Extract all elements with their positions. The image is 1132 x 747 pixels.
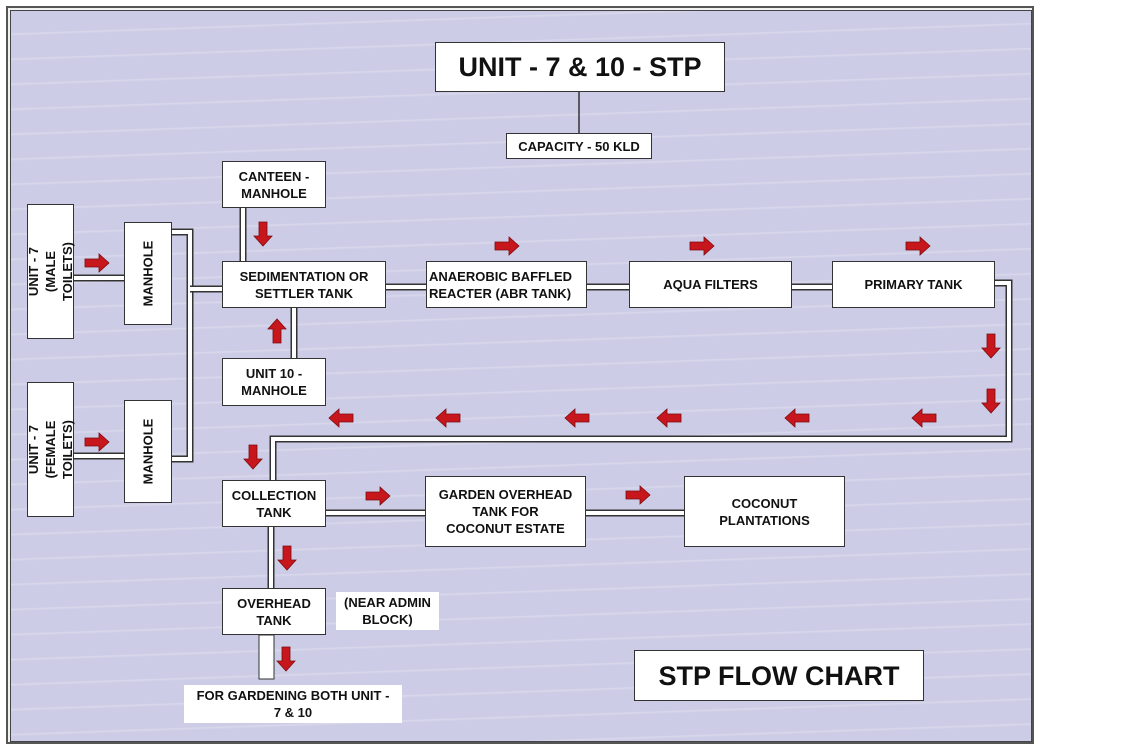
near-admin-block-note: (NEAR ADMIN BLOCK) xyxy=(336,592,439,630)
pipes xyxy=(74,92,1013,680)
node-aqua-filters: AQUA FILTERS xyxy=(629,261,792,308)
pipe-overhead-outlet xyxy=(258,634,275,680)
node-label: UNIT - 7 (FEMALE TOILETS) xyxy=(26,420,76,479)
node-abr-tank: ANAEROBIC BAFFLED REACTER (ABR TANK) xyxy=(426,261,587,308)
arrow-primary-down-1 xyxy=(981,333,1001,359)
arrow-to-gardening xyxy=(276,646,296,672)
arrow-return-left-5 xyxy=(435,408,461,428)
diagram-title: UNIT - 7 & 10 - STP xyxy=(435,42,725,92)
node-unit7-male-toilets: UNIT - 7 (MALE TOILETS) xyxy=(26,204,76,339)
node-unit10-manhole: UNIT 10 - MANHOLE xyxy=(222,358,326,406)
node-unit7-female-toilets: UNIT - 7 (FEMALE TOILETS) xyxy=(26,382,76,517)
node-primary-tank: PRIMARY TANK xyxy=(832,261,995,308)
flow-arrows xyxy=(84,221,1001,672)
node-sedimentation-tank: SEDIMENTATION OR SETTLER TANK xyxy=(222,261,386,308)
node-collection-tank: COLLECTION TANK xyxy=(222,480,326,527)
node-manhole-female: MANHOLE xyxy=(124,400,172,503)
diagram-canvas xyxy=(10,10,1032,742)
node-garden-overhead-tank: GARDEN OVERHEAD TANK FOR COCONUT ESTATE xyxy=(425,476,586,547)
arrow-to-aqua xyxy=(689,236,715,256)
arrow-collection-to-garden xyxy=(365,486,391,506)
arrow-return-left-4 xyxy=(564,408,590,428)
node-canteen-manhole: CANTEEN - MANHOLE xyxy=(222,161,326,208)
arrow-to-collection xyxy=(243,444,263,470)
arrow-female-to-manhole xyxy=(84,432,110,452)
arrow-garden-to-coconut xyxy=(625,485,651,505)
arrow-return-left-3 xyxy=(656,408,682,428)
node-coconut-plantations: COCONUT PLANTATIONS xyxy=(684,476,845,547)
arrow-unit10-up xyxy=(267,318,287,344)
arrow-male-to-manhole xyxy=(84,253,110,273)
node-manhole-male: MANHOLE xyxy=(124,222,172,325)
pipe-manholes-collector-outline xyxy=(172,228,194,463)
arrow-return-left-6 xyxy=(328,408,354,428)
arrow-canteen-down xyxy=(253,221,273,247)
node-label: MANHOLE xyxy=(140,418,156,485)
chart-title-stp-flow: STP FLOW CHART xyxy=(634,650,924,701)
arrow-to-overhead xyxy=(277,545,297,571)
pipe-manholes-collector xyxy=(172,230,192,461)
arrow-return-left-2 xyxy=(784,408,810,428)
arrow-primary-down-2 xyxy=(981,388,1001,414)
arrow-to-primary xyxy=(905,236,931,256)
capacity-label: CAPACITY - 50 KLD xyxy=(506,133,652,159)
node-label: UNIT - 7 (MALE TOILETS) xyxy=(26,242,76,301)
node-label: MANHOLE xyxy=(140,240,156,307)
arrow-to-abr xyxy=(494,236,520,256)
pipe-primary-to-collection-outline xyxy=(269,279,1013,480)
node-gardening-both-units: FOR GARDENING BOTH UNIT - 7 & 10 xyxy=(184,685,402,723)
pipe-primary-to-collection xyxy=(271,281,1011,480)
node-overhead-tank: OVERHEAD TANK xyxy=(222,588,326,635)
arrow-return-left-1 xyxy=(911,408,937,428)
